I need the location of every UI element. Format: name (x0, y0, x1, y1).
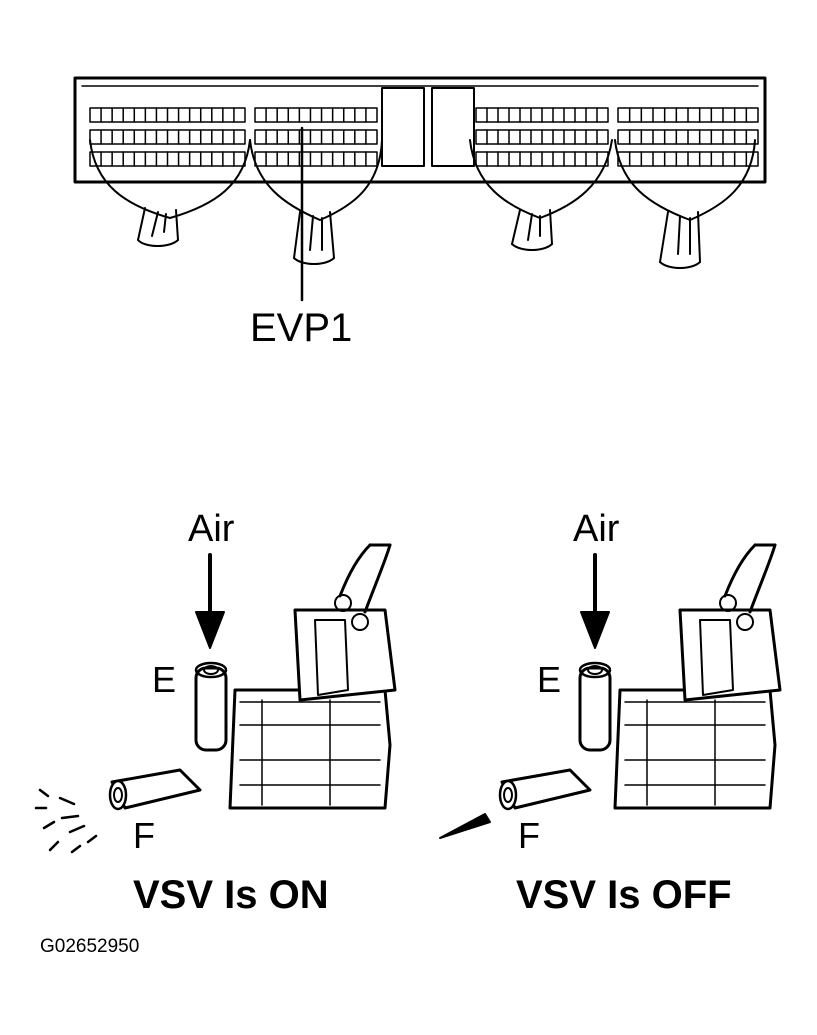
vsv-on-port-f: F (133, 815, 155, 856)
vsv-off-port-f: F (518, 815, 540, 856)
connector-pin-rows (89, 107, 759, 167)
ecu-connector (73, 76, 767, 269)
vsv-on-caption: VSV Is ON (133, 873, 329, 917)
pin-row (254, 151, 378, 167)
vsv-off-air-label: Air (573, 508, 620, 550)
vsv-on-valve (34, 543, 397, 854)
vsv-on-port-e: E (152, 659, 177, 700)
vsv-on-air-label: Air (188, 508, 235, 550)
figure-code: G02652950 (40, 936, 140, 957)
vsv-off-caption: VSV Is OFF (516, 873, 732, 917)
pin-row (254, 129, 378, 145)
vsv-off-port-e: E (537, 659, 562, 700)
evp1-pin-label: EVP1 (250, 306, 353, 350)
pin-row (254, 107, 378, 123)
vsv-off-valve (439, 543, 782, 839)
